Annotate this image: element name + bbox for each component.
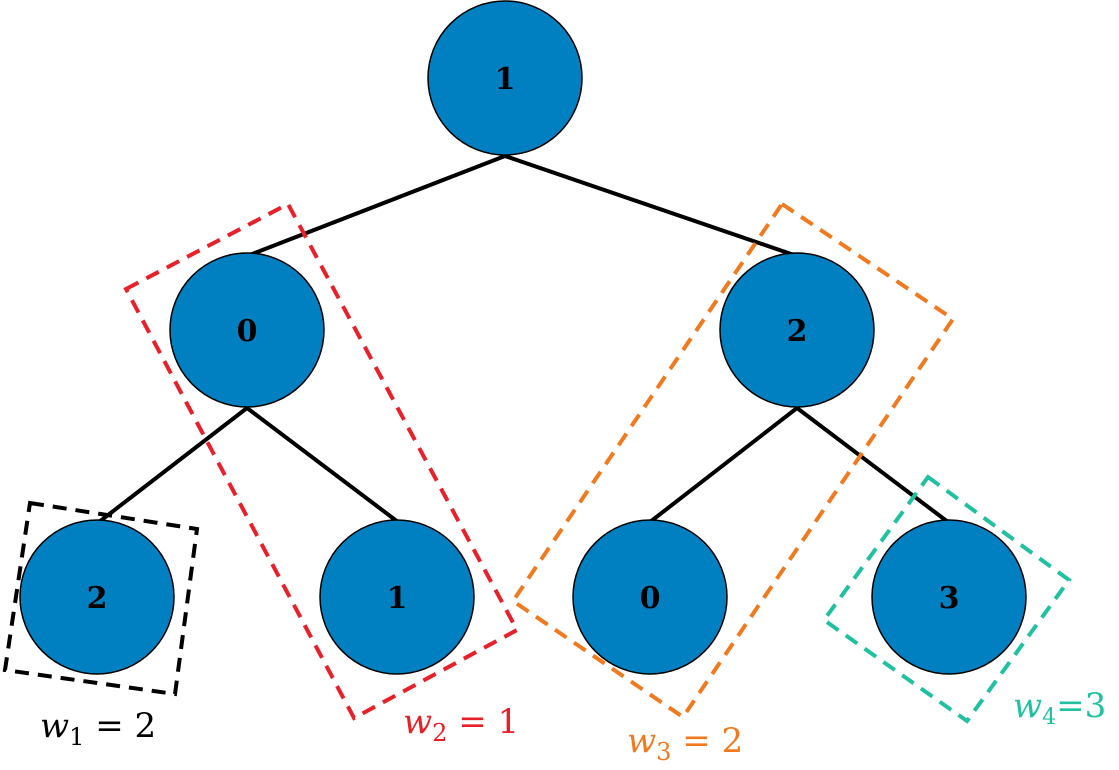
node-left-left-label: 2 (87, 581, 108, 616)
node-right: 2 (719, 252, 875, 408)
node-root: 1 (427, 0, 583, 156)
node-left-label: 0 (237, 314, 258, 349)
group-box-w1 (2, 500, 200, 697)
edge-left-leftright (245, 406, 400, 524)
node-right-label: 2 (787, 314, 808, 349)
node-left: 0 (169, 252, 325, 408)
group-box-w4 (821, 474, 1072, 724)
node-left-right-label: 1 (387, 581, 408, 616)
edge-right-rightright (795, 406, 950, 524)
node-right-right-label: 3 (939, 581, 960, 616)
node-root-label: 1 (495, 62, 516, 97)
edge-right-rightleft (648, 406, 799, 524)
edge-root-left (245, 154, 507, 258)
weight-label-w2: w2 = 1 (403, 702, 519, 747)
edge-root-right (503, 154, 799, 258)
edge-left-leftleft (97, 406, 249, 524)
node-left-right: 1 (319, 519, 475, 675)
weight-label-w3: w3 = 2 (627, 721, 743, 766)
node-right-left: 0 (572, 519, 728, 675)
group-box-w2 (123, 201, 520, 721)
weight-label-w4: w4=3 (1013, 686, 1106, 730)
node-right-right: 3 (871, 519, 1027, 675)
weight-label-w1: w1 = 2 (40, 706, 156, 751)
node-left-left: 2 (19, 519, 175, 675)
node-right-left-label: 0 (640, 581, 661, 616)
